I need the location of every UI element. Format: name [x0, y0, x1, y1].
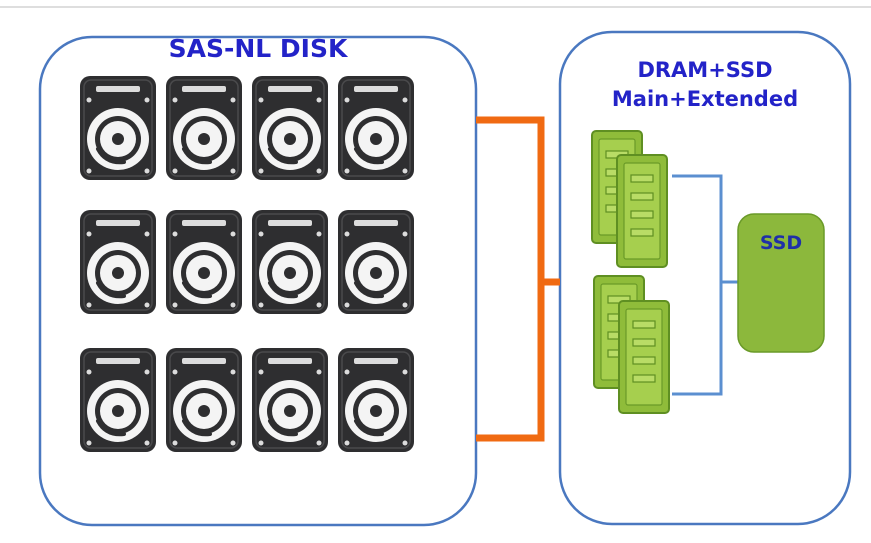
- hard-disk-icon: [250, 346, 330, 454]
- hard-disk-icon: [164, 208, 244, 316]
- hard-disk-icon: [250, 74, 330, 182]
- ssd-label: SSD: [759, 232, 803, 254]
- disk-link-connector: [476, 116, 560, 442]
- hard-disk-icon: [78, 74, 158, 182]
- hard-disk-icon: [78, 208, 158, 316]
- hard-disk-icon: [336, 208, 416, 316]
- server-icon: [616, 154, 668, 268]
- hard-disk-icon: [164, 74, 244, 182]
- hard-disk-icon: [164, 346, 244, 454]
- memory-title-line2: Main+Extended: [611, 87, 799, 111]
- server-icon: [618, 300, 670, 414]
- hard-disk-icon: [250, 208, 330, 316]
- ssd-block: [737, 213, 825, 353]
- hard-disk-icon: [336, 346, 416, 454]
- ssd-link-connector: [672, 174, 738, 396]
- memory-box-title: DRAM+SSD Main+Extended: [560, 56, 850, 114]
- disk-box-title: SAS-NL DISK: [168, 34, 348, 63]
- memory-title-line1: DRAM+SSD: [637, 58, 773, 82]
- hard-disk-icon: [336, 74, 416, 182]
- hard-disk-icon: [78, 346, 158, 454]
